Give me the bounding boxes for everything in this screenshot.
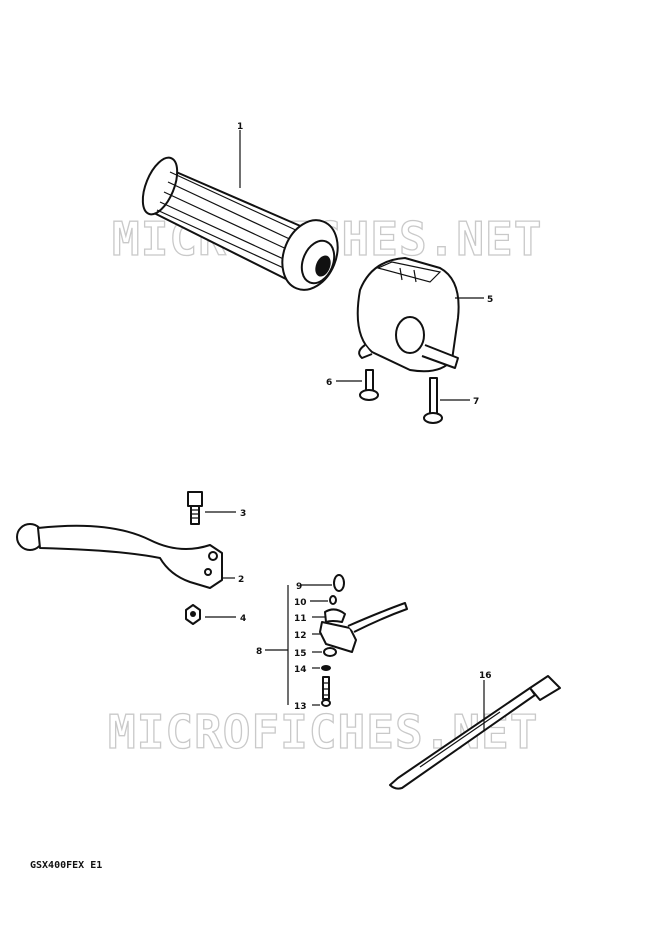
clutch-lever-icon: [16, 523, 223, 589]
leader-lines: [205, 130, 485, 730]
part-label-6: 6: [326, 378, 332, 388]
part-label-16: 16: [479, 671, 492, 681]
part-label-7: 7: [473, 397, 479, 407]
part-label-1: 1: [237, 122, 243, 132]
part-label-14: 14: [294, 665, 307, 675]
part-label-11: 11: [294, 614, 307, 624]
part-label-4: 4: [240, 614, 246, 624]
switch-screw-long-icon: [423, 377, 443, 424]
lever-nut-icon: [185, 604, 201, 625]
part-label-8: 8: [256, 647, 262, 657]
cable-tie-icon: [389, 675, 561, 790]
handlebar-grip-icon: [141, 156, 339, 291]
part-label-13: 13: [294, 702, 307, 712]
lever-bolt-icon: [187, 491, 203, 525]
model-code: GSX400FEX E1: [30, 860, 102, 871]
part-label-10: 10: [294, 598, 307, 608]
part-label-9: 9: [296, 582, 302, 592]
part-label-15: 15: [294, 649, 307, 659]
part-label-2: 2: [238, 575, 244, 585]
switch-housing-icon: [356, 257, 460, 373]
part-label-5: 5: [487, 295, 493, 305]
clutch-switch-assembly-icon: [319, 574, 408, 707]
switch-screw-icon: [359, 369, 379, 401]
part-label-3: 3: [240, 509, 246, 519]
part-label-12: 12: [294, 631, 307, 641]
